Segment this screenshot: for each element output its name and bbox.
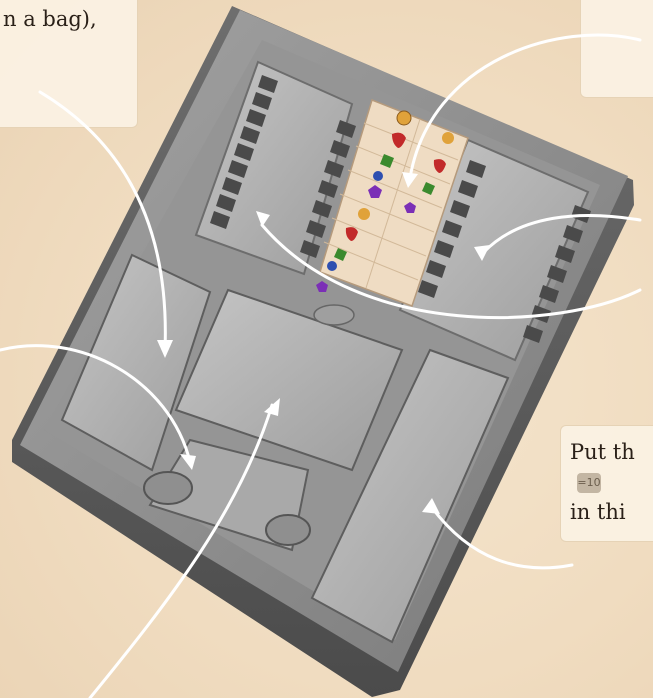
finger-notch-top bbox=[314, 305, 354, 325]
finger-notch-left bbox=[144, 472, 192, 504]
finger-notch-right bbox=[266, 515, 310, 545]
